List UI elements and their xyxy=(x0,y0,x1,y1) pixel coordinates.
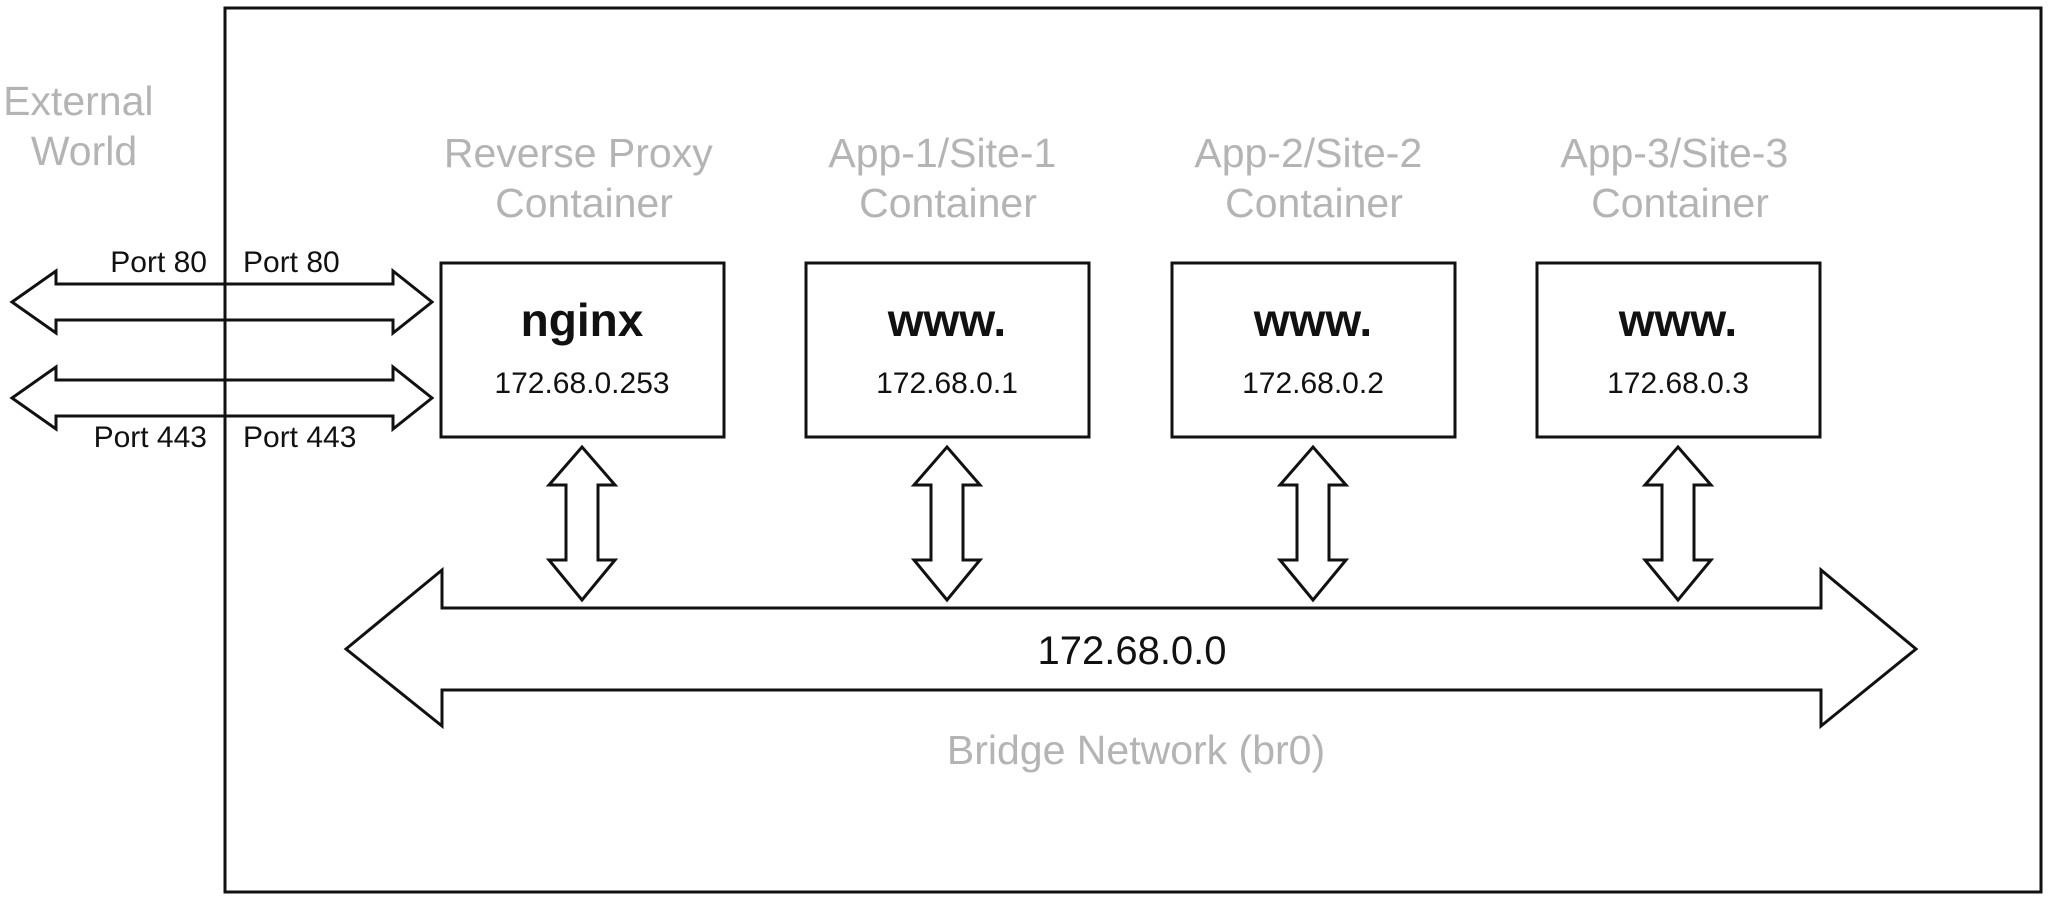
container-title: nginx xyxy=(521,294,644,346)
app-2-container: App-2/Site-2 Container www. 172.68.0.2 xyxy=(1170,130,1457,439)
external-world-label: External World xyxy=(3,78,165,174)
app-1-container: App-1/Site-1 Container www. 172.68.0.1 xyxy=(804,130,1091,439)
bridge-network-bus xyxy=(343,566,1919,730)
app-2-bridge-arrow xyxy=(1276,444,1350,603)
container-caption: App-3/Site-3 Container xyxy=(1560,130,1799,226)
container-caption: App-1/Site-1 Container xyxy=(828,130,1067,226)
port-80-outer-label: Port 80 xyxy=(110,246,207,279)
container-caption: App-2/Site-2 Container xyxy=(1194,130,1433,226)
reverse-proxy-container: Reverse Proxy Container nginx 172.68.0.2… xyxy=(439,130,726,439)
container-ip: 172.68.0.1 xyxy=(876,367,1018,400)
container-title: www. xyxy=(1618,294,1737,346)
container-ip: 172.68.0.3 xyxy=(1607,367,1749,400)
container-box xyxy=(1535,261,1822,439)
port-443-outer-label: Port 443 xyxy=(94,421,207,454)
app-3-container: App-3/Site-3 Container www. 172.68.0.3 xyxy=(1535,130,1822,439)
port-80-inner-label: Port 80 xyxy=(243,246,340,279)
container-caption: Reverse Proxy Container xyxy=(444,130,724,226)
container-box xyxy=(804,261,1091,439)
bridge-subnet-label: 172.68.0.0 xyxy=(1037,629,1226,673)
app-1-bridge-arrow xyxy=(910,444,984,603)
bridge-network-label: Bridge Network (br0) xyxy=(947,727,1325,773)
app-3-bridge-arrow xyxy=(1641,444,1715,603)
proxy-bridge-arrow xyxy=(545,444,619,603)
container-box xyxy=(439,261,726,439)
port-443-arrow xyxy=(9,363,435,433)
container-ip: 172.68.0.253 xyxy=(494,367,669,400)
container-ip: 172.68.0.2 xyxy=(1242,367,1384,400)
port-80-arrow xyxy=(9,267,435,337)
container-title: www. xyxy=(887,294,1006,346)
container-box xyxy=(1170,261,1457,439)
port-443-inner-label: Port 443 xyxy=(243,421,356,454)
container-title: www. xyxy=(1253,294,1372,346)
